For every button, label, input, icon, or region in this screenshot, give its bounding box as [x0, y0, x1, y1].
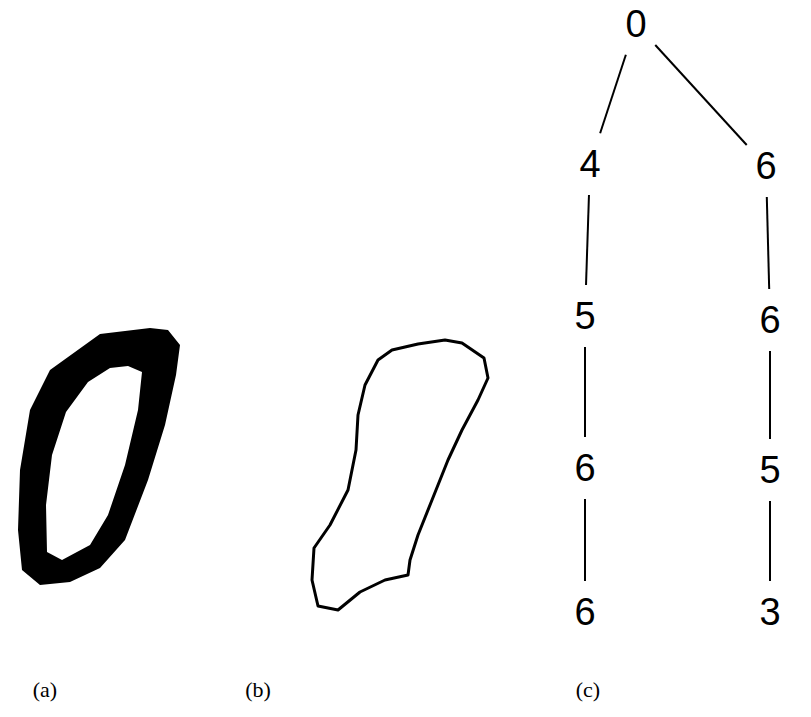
panel-label: (c): [576, 677, 600, 703]
tree-edge: [586, 195, 589, 285]
contour-digit-zero: [312, 340, 488, 610]
tree-node: 6: [753, 293, 786, 347]
tree-node: 4: [573, 137, 606, 191]
tree-edge: [584, 499, 585, 581]
panel-label: (b): [245, 677, 271, 703]
filled-digit-zero: [18, 328, 180, 585]
tree-node: 5: [753, 443, 786, 497]
node-value: 6: [574, 591, 595, 633]
node-value: 4: [579, 143, 600, 185]
node-value: 3: [759, 591, 780, 633]
tree-edge: [769, 351, 770, 439]
node-value: 5: [574, 295, 595, 337]
tree-edge: [584, 347, 585, 437]
tree-edge: [769, 501, 770, 581]
tree-node: 6: [568, 441, 601, 495]
node-value: 5: [759, 449, 780, 491]
tree-edge: [655, 45, 746, 145]
tree-node: 5: [568, 289, 601, 343]
node-value: 6: [755, 145, 776, 187]
node-value: 6: [574, 447, 595, 489]
panel-label: (a): [33, 677, 57, 703]
tree-edge: [767, 197, 769, 289]
node-value: 0: [625, 3, 646, 45]
node-value: 6: [759, 299, 780, 341]
tree-edge: [600, 55, 626, 133]
tree-node: 0: [619, 0, 652, 51]
tree-node: 6: [568, 585, 601, 639]
tree-node: 3: [753, 585, 786, 639]
tree-node: 6: [749, 139, 782, 193]
